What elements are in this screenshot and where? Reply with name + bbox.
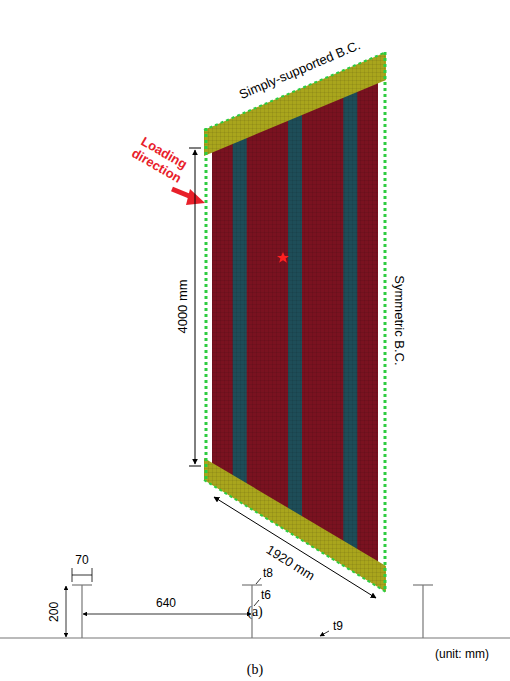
bottom-end-plate: [204, 458, 386, 592]
plate: [212, 70, 378, 578]
load-arrow: [172, 189, 205, 205]
boundary-edge: [204, 480, 386, 592]
stiffened-panel: [204, 52, 386, 592]
cross-section: [0, 585, 510, 638]
label: (a): [247, 604, 263, 620]
label: t6: [261, 589, 271, 603]
label: (b): [247, 662, 263, 678]
label: Loading direction: [121, 129, 198, 191]
mesh: [212, 70, 378, 578]
boundary-edge: [205, 128, 208, 480]
dimension-lines: [189, 148, 376, 598]
label: t9: [333, 620, 343, 634]
center-mark: [277, 252, 289, 263]
label: Symmetric B.C.: [391, 275, 406, 365]
label: (unit: mm): [435, 648, 489, 662]
mesh: [204, 458, 386, 592]
label: 70: [75, 554, 88, 568]
section-dimensions: [66, 568, 329, 637]
label: 4000 mm: [176, 279, 191, 333]
label: 200: [48, 602, 62, 622]
label: 640: [156, 597, 176, 611]
label: t8: [263, 567, 273, 581]
boundary-edge: [384, 52, 387, 592]
